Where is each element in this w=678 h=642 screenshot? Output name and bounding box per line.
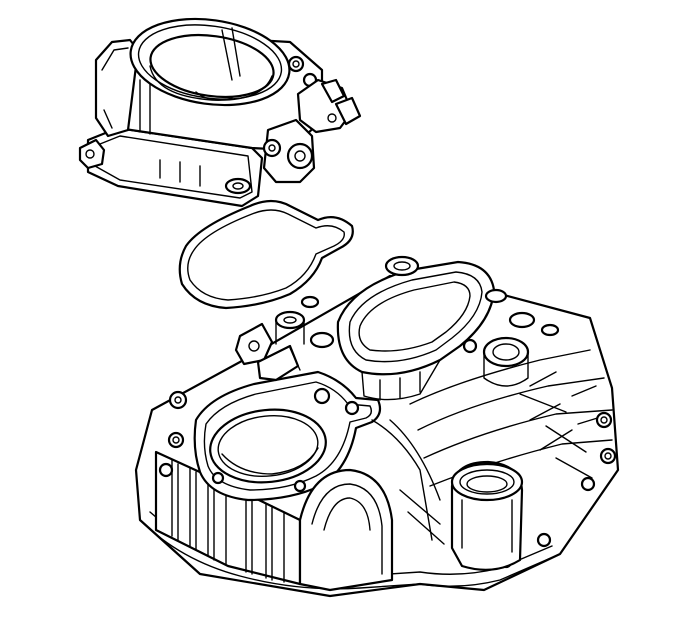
throttle-body-gasket xyxy=(178,199,354,310)
throttle-body xyxy=(78,17,362,208)
upper-intake-manifold xyxy=(134,255,620,598)
